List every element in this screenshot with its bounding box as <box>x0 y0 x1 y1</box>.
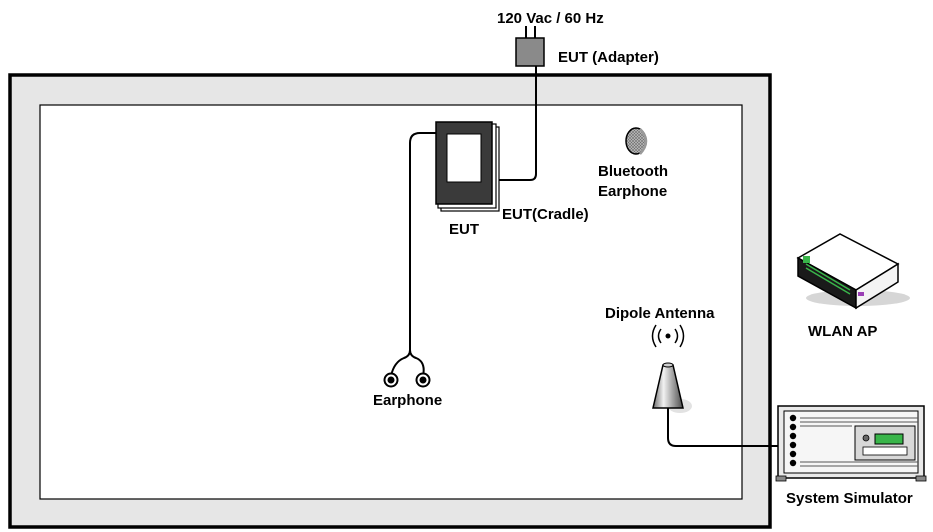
cradle-label: EUT(Cradle) <box>502 206 589 223</box>
adapter-cable <box>498 66 537 181</box>
adapter-label: EUT (Adapter) <box>558 49 659 66</box>
eut-device-icon <box>435 121 500 212</box>
wlan-ap-label: WLAN AP <box>808 323 877 340</box>
adapter-plug-icon <box>515 26 545 67</box>
dipole-antenna-icon <box>652 362 692 413</box>
bluetooth-label-line2: Earphone <box>598 183 667 200</box>
system-simulator-icon <box>775 405 927 482</box>
eut-label: EUT <box>449 221 479 238</box>
rf-cable <box>667 408 784 447</box>
radio-waves-icon <box>651 324 685 348</box>
power-source-label: 120 Vac / 60 Hz <box>497 10 604 27</box>
wlan-ap-icon <box>796 233 910 310</box>
bluetooth-label-line1: Bluetooth <box>598 163 668 180</box>
test-chamber <box>8 73 772 529</box>
earphone-label: Earphone <box>373 392 442 409</box>
earphone-icon <box>383 372 431 388</box>
antenna-label: Dipole Antenna <box>605 305 715 322</box>
bluetooth-earphone-icon <box>625 127 648 155</box>
system-simulator-label: System Simulator <box>786 490 913 507</box>
chamber-inner-area <box>39 104 743 500</box>
earphone-cable <box>390 132 436 377</box>
